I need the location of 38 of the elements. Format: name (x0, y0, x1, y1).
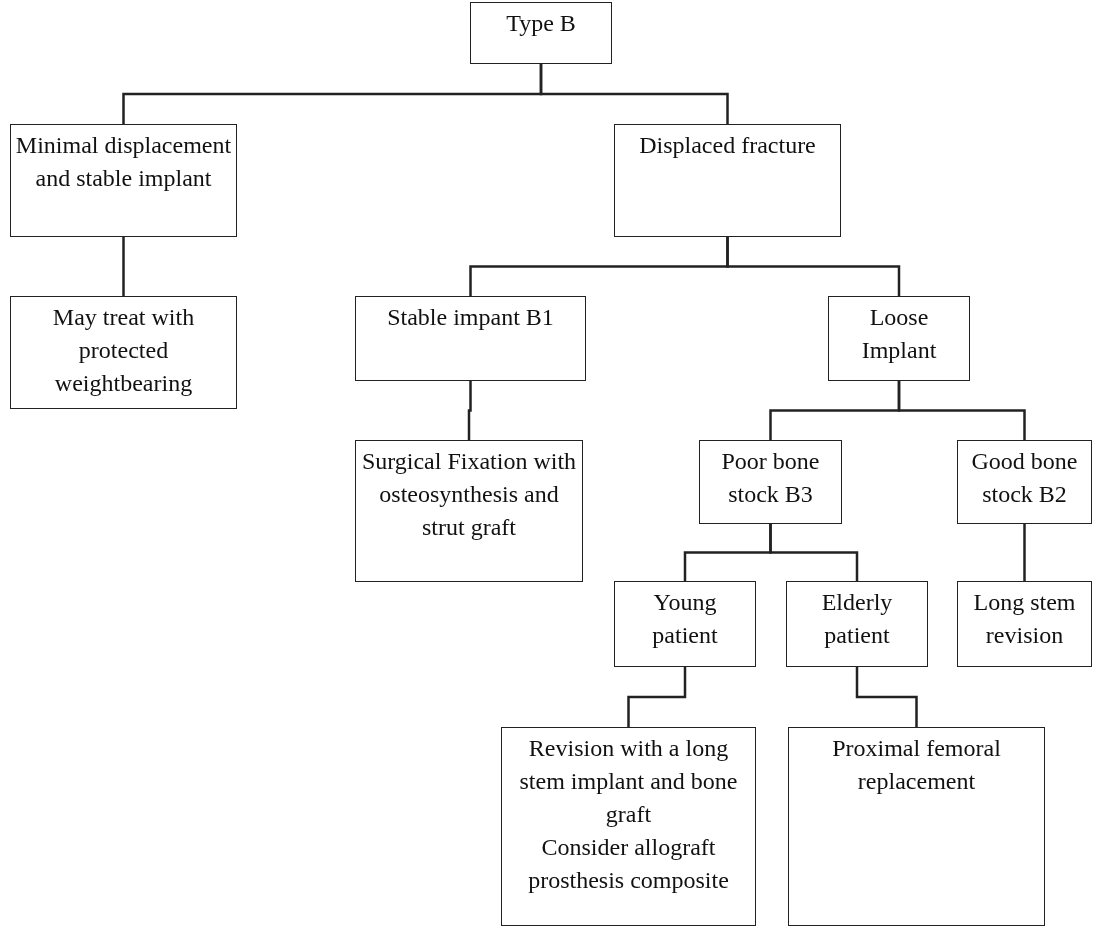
box-text: Young patient (651, 588, 719, 650)
process-box (355, 296, 586, 381)
process-box (957, 440, 1092, 524)
box-text: May treat with protected weightbearing (51, 303, 196, 398)
box-text: Elderly patient (820, 588, 894, 650)
process-box (828, 296, 970, 381)
process-box (501, 727, 756, 926)
box-text: Loose Implant (860, 303, 938, 365)
connector-line (897, 381, 1026, 440)
box-text: Revision with a long stem implant and bone graft (518, 734, 739, 829)
connector-line (855, 667, 918, 727)
box-text: Good bone stock B2 (970, 447, 1079, 509)
process-box (355, 440, 583, 582)
connector-line (467, 381, 472, 440)
connector-line (1023, 524, 1026, 581)
box-text: Proximal femoral replacement (831, 734, 1002, 796)
box-text: Surgical Fixation with osteosynthesis and strut graft (360, 447, 578, 542)
box-text: Long stem revision (972, 588, 1077, 650)
process-box (10, 124, 237, 237)
box-text: Consider allograft prosthesis composite (527, 833, 730, 895)
box-text: Poor bone stock B3 (720, 447, 821, 509)
connector-line (539, 64, 729, 124)
process-box (470, 2, 612, 64)
process-box (788, 727, 1045, 926)
box-text: Type B (505, 9, 577, 38)
box-text: Stable impant B1 (386, 303, 555, 332)
connector-line (726, 237, 901, 296)
connector-line (627, 667, 687, 727)
connector-line (122, 237, 125, 296)
process-box (786, 581, 928, 667)
process-box (699, 440, 842, 524)
box-text: Minimal displacement and stable implant (14, 131, 233, 193)
process-box (614, 124, 841, 237)
process-box (957, 581, 1092, 667)
box-text: Displaced fracture (638, 131, 817, 160)
process-box (614, 581, 756, 667)
process-box (10, 296, 237, 409)
connector-line (769, 524, 859, 581)
